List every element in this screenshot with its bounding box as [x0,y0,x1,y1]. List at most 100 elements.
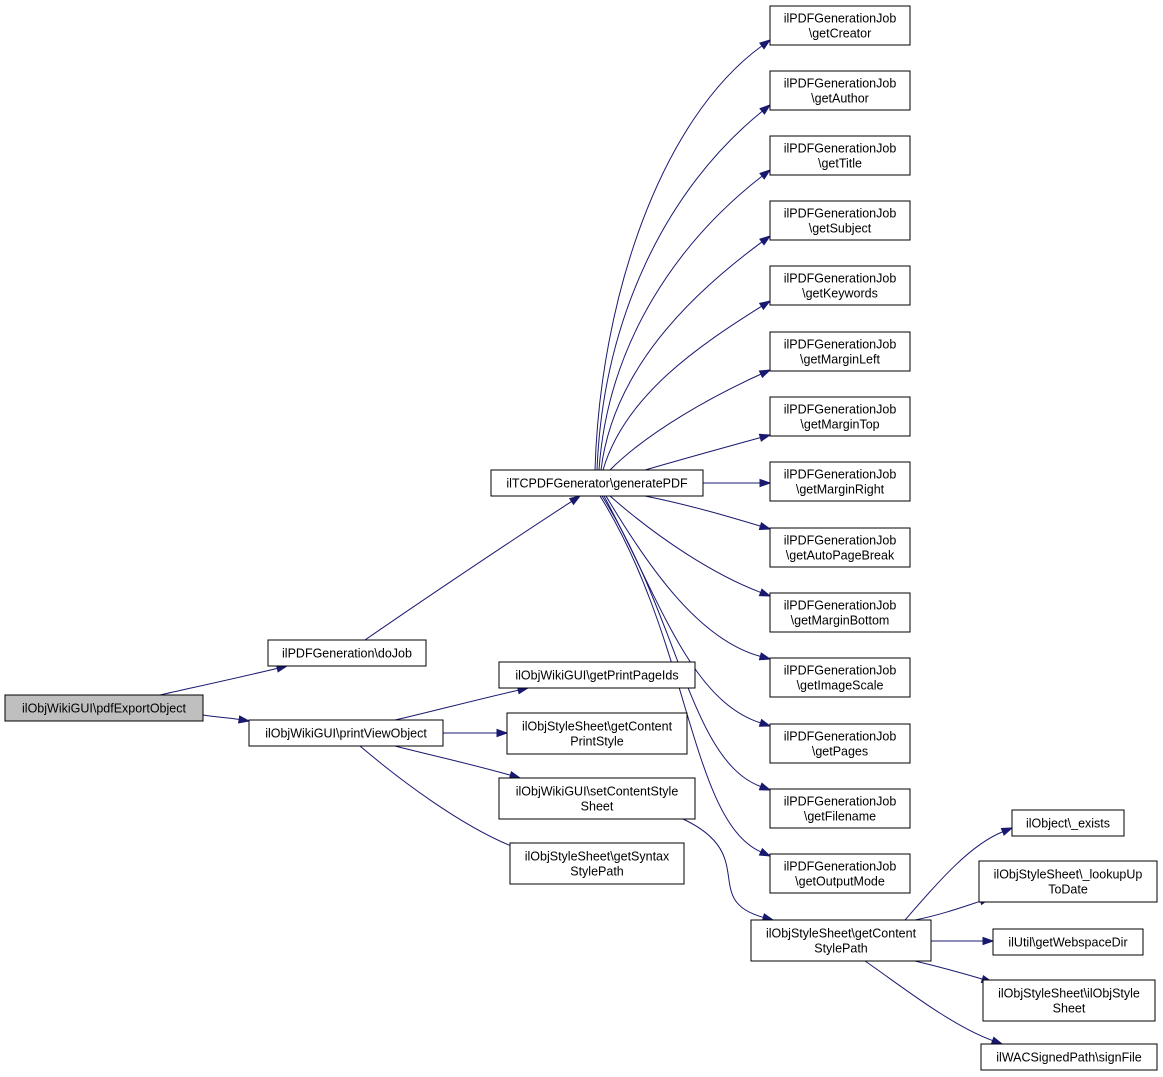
node-box [769,396,911,437]
node-get-margin-bottom[interactable]: ilPDFGenerationJob\getMarginBottom [769,592,911,633]
node-get-margin-left[interactable]: ilPDFGenerationJob\getMarginLeft [769,331,911,372]
edge-generate-pdf-to-get-title [598,169,772,471]
node-get-pages[interactable]: ilPDFGenerationJob\getPages [769,723,911,764]
node-label-line: \getMarginRight [796,483,885,497]
edge-set-content-style-sheet-to-get-content-style-path [682,818,775,922]
edge-line [644,495,761,527]
node-get-subject[interactable]: ilPDFGenerationJob\getSubject [769,200,911,241]
node-box [1011,809,1125,837]
node-get-auto-page-break[interactable]: ilPDFGenerationJob\getAutoPageBreak [769,527,911,568]
nodes-layer: ilObjWikiGUI\pdfExportObject ilPDFGenerat… [4,5,1158,1071]
edge-line [609,373,762,471]
node-label-line: ilObjWikiGUI\printViewObject [265,727,427,741]
edge-line [598,175,763,471]
arrowhead-icon [758,718,772,727]
node-label-line: ilObject\_exists [1026,817,1110,831]
arrowhead-icon [1000,827,1014,836]
node-label-line: ilPDFGenerationJob [784,795,897,809]
arrowhead-icon [758,300,772,311]
node-get-margin-top[interactable]: ilPDFGenerationJob\getMarginTop [769,396,911,437]
node-label-line: \getMarginTop [800,418,879,432]
edge-generate-pdf-to-get-author [596,104,772,471]
node-box [769,265,911,306]
node-box [769,723,911,764]
node-get-keywords[interactable]: ilPDFGenerationJob\getKeywords [769,265,911,306]
node-get-webspace-dir[interactable]: ilUtil\getWebspaceDir [992,928,1144,956]
edge-line [359,745,512,847]
node-label-line: ToDate [1048,883,1088,897]
edge-line [904,831,1003,921]
node-label-line: \getImageScale [797,679,884,693]
node-get-author[interactable]: ilPDFGenerationJob\getAuthor [769,70,911,111]
edge-generate-pdf-to-get-margin-left [609,369,772,471]
node-label-line: ilObjWikiGUI\getPrintPageIds [515,669,678,683]
node-label-line: ilObjStyleSheet\ilObjStyle [998,987,1140,1001]
node-get-filename[interactable]: ilPDFGenerationJob\getFilename [769,788,911,829]
edge-line [644,437,761,471]
edge-line [682,818,764,918]
edge-print-view-object-to-get-syntax-style-path [359,745,523,851]
node-label-line: \getOutputMode [795,875,885,889]
node-sign-file[interactable]: ilWACSignedPath\signFile [980,1043,1158,1071]
node-generate-pdf[interactable]: ilTCPDFGenerator\generatePDF [490,469,704,497]
node-label-line: ilPDFGenerationJob [784,272,897,286]
node-get-title[interactable]: ilPDFGenerationJob\getTitle [769,135,911,176]
node-exists[interactable]: ilObject\_exists [1011,809,1125,837]
node-label-line: ilObjStyleSheet\getContent [522,720,673,734]
node-label-line: ilWACSignedPath\signFile [996,1051,1141,1065]
arrowhead-icon [758,588,772,597]
node-label-line: ilPDFGenerationJob [784,599,897,613]
node-label-line: ilPDFGenerationJob [784,468,897,482]
edge-line [605,495,761,657]
edge-generate-pdf-to-get-creator [594,39,772,471]
node-label-line: \getMarginBottom [791,614,890,628]
arrowhead-icon [759,104,772,115]
edge-get-content-style-path-to-exists [904,827,1014,921]
node-pdf-export-object[interactable]: ilObjWikiGUI\pdfExportObject [4,694,204,722]
node-print-view-object[interactable]: ilObjWikiGUI\printViewObject [248,719,444,747]
node-label-line: StylePath [814,942,868,956]
edge-line [609,495,761,593]
node-do-job[interactable]: ilPDFGeneration\doJob [267,639,427,667]
arrowhead-icon [759,169,772,180]
node-label-line: ilPDFGenerationJob [784,403,897,417]
node-get-margin-right[interactable]: ilPDFGenerationJob\getMarginRight [769,461,911,502]
node-label-line: ilPDFGenerationJob [784,860,897,874]
edge-line [394,745,511,776]
node-box [978,860,1158,903]
node-label-line: ilPDFGenerationJob [784,142,897,156]
node-box [769,461,911,502]
node-box [769,527,911,568]
node-get-output-mode[interactable]: ilPDFGenerationJob\getOutputMode [769,853,911,894]
edge-generate-pdf-to-get-output-mode [599,495,772,857]
edge-print-view-object-to-get-content-print-style [442,728,509,738]
node-label-line: \getSubject [809,222,872,236]
node-label-line: ilObjStyleSheet\getSyntax [525,850,670,864]
node-label-line: \getAutoPageBreak [786,549,895,563]
edge-line [599,495,762,853]
node-box [509,842,685,885]
node-il-obj-style-sheet[interactable]: ilObjStyleSheet\ilObjStyleSheet [982,979,1156,1022]
arrowhead-icon [237,715,251,724]
edge-line [602,305,762,471]
edge-line [914,900,981,921]
edge-generate-pdf-to-get-margin-bottom [609,495,772,597]
node-box [769,788,911,829]
node-box [769,853,911,894]
node-box [769,5,911,46]
arrowhead-icon [759,39,772,50]
edge-line [394,689,519,721]
arrowhead-icon [758,369,772,379]
node-get-print-page-ids[interactable]: ilObjWikiGUI\getPrintPageIds [498,661,696,689]
node-label-line: \getAuthor [811,92,869,106]
node-label-line: \getTitle [818,157,862,171]
edge-line [202,714,240,720]
node-get-image-scale[interactable]: ilPDFGenerationJob\getImageScale [769,657,911,698]
arrowhead-icon [990,1036,1004,1045]
node-get-creator[interactable]: ilPDFGenerationJob\getCreator [769,5,911,46]
